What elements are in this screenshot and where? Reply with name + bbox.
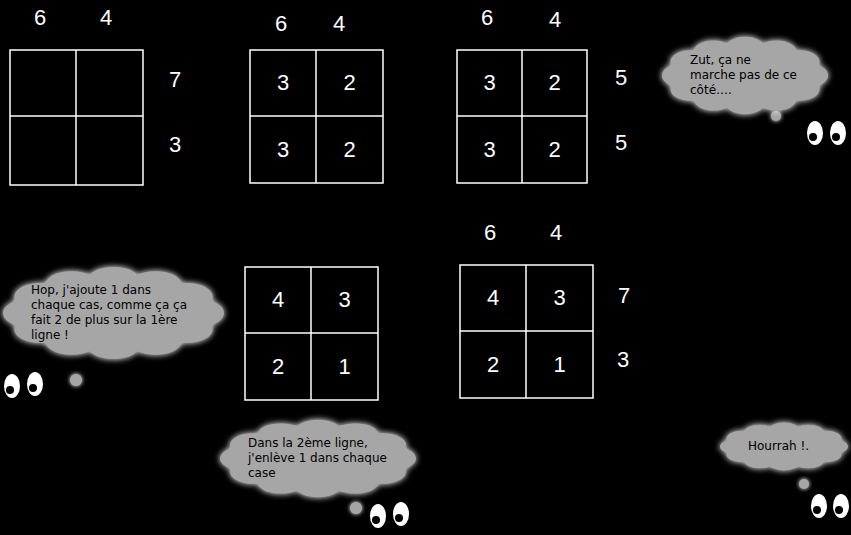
cell-number: 4 bbox=[487, 287, 499, 309]
sum-number: 7 bbox=[169, 69, 181, 91]
cell-number: 3 bbox=[277, 139, 289, 161]
cell-number: 3 bbox=[277, 72, 289, 94]
sum-number: 6 bbox=[481, 7, 493, 29]
grid-cell: 2 bbox=[316, 50, 383, 116]
grid-cell: 3 bbox=[457, 116, 522, 183]
sum-number: 4 bbox=[550, 222, 562, 244]
grid-cell: 2 bbox=[522, 116, 587, 183]
grid-cell: 3 bbox=[311, 267, 378, 333]
cell-number: 2 bbox=[272, 356, 284, 378]
cloud-text: Dans la 2ème ligne, j'enlève 1 dans chaq… bbox=[248, 436, 388, 481]
cloud-text: Zut, ça ne marche pas de ce côté…. bbox=[690, 53, 800, 98]
grid-cell: 4 bbox=[245, 267, 311, 333]
cell-number: 3 bbox=[338, 289, 350, 311]
grid-cell: 3 bbox=[250, 50, 316, 116]
grid-cell: 2 bbox=[245, 333, 311, 400]
cloud-text: Hop, j'ajoute 1 dans chaque cas, comme ç… bbox=[31, 283, 196, 343]
sum-number: 7 bbox=[618, 285, 630, 307]
speech-cloud: Hourrah !. bbox=[720, 422, 848, 471]
sum-number: 6 bbox=[275, 13, 287, 35]
cell-number: 4 bbox=[272, 289, 284, 311]
grid-cell: 3 bbox=[457, 50, 522, 116]
grid-cell: 2 bbox=[316, 116, 383, 183]
cell-number: 2 bbox=[343, 72, 355, 94]
sum-number: 4 bbox=[100, 7, 112, 29]
sum-number: 6 bbox=[34, 7, 46, 29]
sum-number: 3 bbox=[169, 134, 181, 156]
cloud-text: Hourrah !. bbox=[748, 439, 820, 454]
grid-cell: 3 bbox=[250, 116, 316, 183]
sum-number: 4 bbox=[333, 13, 345, 35]
sum-number: 5 bbox=[615, 132, 627, 154]
sum-number: 4 bbox=[549, 9, 561, 31]
grid-cell: 4 bbox=[460, 265, 526, 331]
speech-cloud: Hop, j'ajoute 1 dans chaque cas, comme ç… bbox=[3, 266, 224, 360]
grid-cell: 2 bbox=[460, 331, 526, 398]
cell-number: 3 bbox=[553, 287, 565, 309]
cell-number: 2 bbox=[487, 354, 499, 376]
grid-cell: 2 bbox=[522, 50, 587, 116]
grid-cell: 1 bbox=[526, 331, 593, 398]
speech-cloud: Dans la 2ème ligne, j'enlève 1 dans chaq… bbox=[220, 419, 416, 498]
sum-number: 5 bbox=[615, 67, 627, 89]
speech-cloud: Zut, ça ne marche pas de ce côté…. bbox=[662, 36, 828, 115]
cell-number: 1 bbox=[553, 354, 565, 376]
cell-number: 2 bbox=[343, 139, 355, 161]
cell-number: 1 bbox=[338, 356, 350, 378]
grid-cell: 3 bbox=[526, 265, 593, 331]
cell-number: 3 bbox=[483, 139, 495, 161]
grid-cell: 1 bbox=[311, 333, 378, 400]
sum-number: 6 bbox=[484, 222, 496, 244]
sum-number: 3 bbox=[617, 349, 629, 371]
cell-number: 3 bbox=[483, 72, 495, 94]
cell-number: 2 bbox=[548, 139, 560, 161]
cell-number: 2 bbox=[548, 72, 560, 94]
